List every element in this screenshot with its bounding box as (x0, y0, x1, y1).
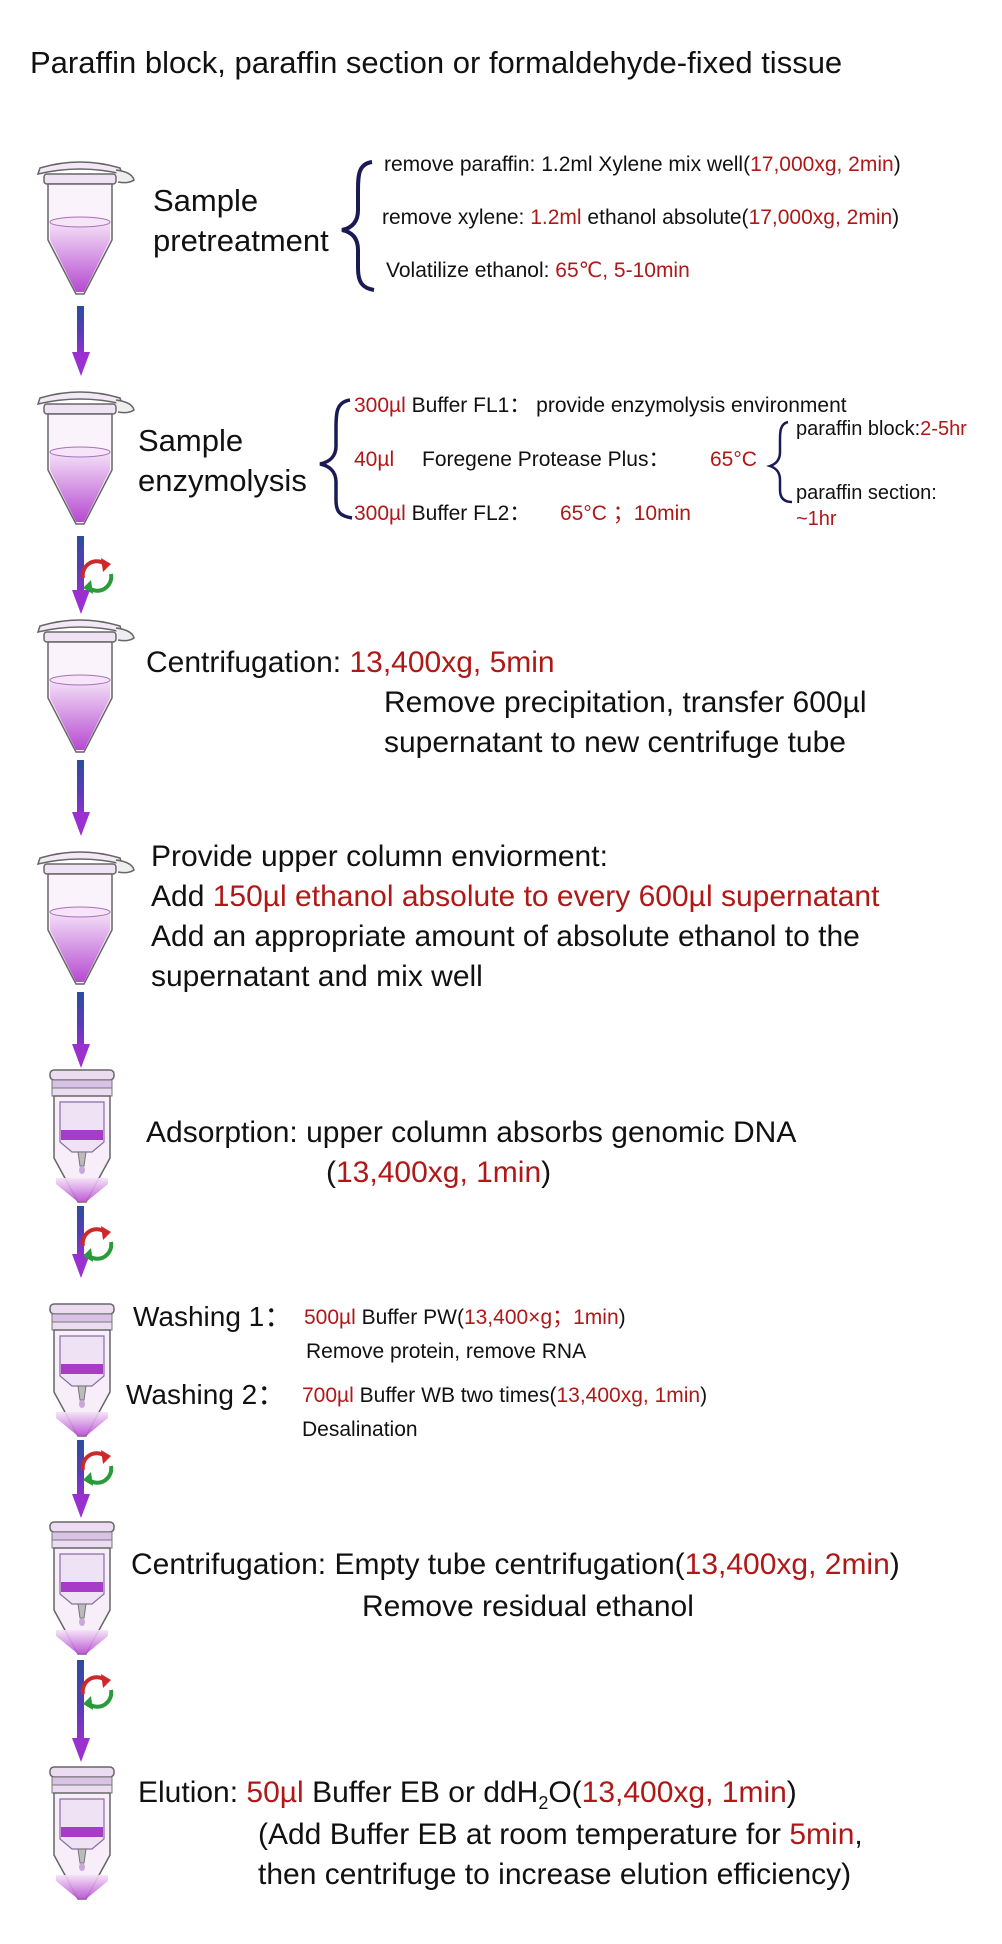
flow-arrow (72, 536, 90, 614)
step-label: Washing 2： (126, 1379, 286, 1410)
step-detail: 300µl Buffer FL1： provide enzymolysis en… (354, 394, 847, 417)
centrifuge-rotation-icon (80, 556, 114, 596)
spin-column-icon (49, 1766, 115, 1900)
step-detail: 300µl Buffer FL2： (354, 502, 531, 525)
step-detail: 500µl Buffer PW(13,400×g；1min) (304, 1306, 626, 1329)
step-label: Provide upper column enviorment: (151, 840, 608, 873)
step-label: Elution: 50µl Buffer EB or ddH2O(13,400x… (138, 1776, 797, 1813)
step-label: enzymolysis (138, 463, 307, 498)
step-label: Centrifugation: 13,400xg, 5min (146, 646, 555, 679)
spin-column-icon (49, 1521, 115, 1655)
step-detail: (Add Buffer EB at room temperature for 5… (258, 1818, 863, 1851)
centrifuge-tube-icon (37, 391, 135, 525)
flow-arrow (72, 992, 90, 1068)
step-label: pretreatment (153, 223, 329, 258)
step-detail: paraffin block:2-5hr (796, 418, 967, 440)
step-detail: 65°C (710, 448, 757, 471)
step-detail: ~1hr (796, 508, 837, 530)
step-detail: 700µl Buffer WB two times(13,400xg, 1min… (302, 1384, 708, 1407)
step-detail: 40µl (354, 448, 395, 471)
centrifuge-tube-icon (37, 161, 135, 295)
step-label: Sample (138, 423, 244, 458)
step-detail: Remove residual ethanol (362, 1590, 694, 1623)
step-detail: Desalination (302, 1418, 418, 1441)
step-detail: paraffin section: (796, 482, 937, 504)
step-label: Adsorption: upper column absorbs genomic… (146, 1116, 797, 1149)
flow-arrow (72, 306, 90, 376)
step-detail: Remove protein, remove RNA (306, 1340, 587, 1363)
flow-arrow (72, 1660, 90, 1762)
step-label: Washing 1： (133, 1301, 293, 1332)
step-detail: Add 150µl ethanol absolute to every 600µ… (151, 880, 880, 913)
curly-brace (319, 398, 353, 520)
step-detail: remove paraffin: 1.2ml Xylene mix well(1… (384, 153, 901, 176)
flow-arrow (72, 1206, 90, 1278)
flow-arrow (72, 760, 90, 836)
step-detail: Volatilize ethanol: 65℃, 5-10min (386, 259, 690, 282)
step-detail: supernatant to new centrifuge tube (384, 726, 846, 759)
step-detail: remove xylene: 1.2ml ethanol absolute(17… (382, 206, 900, 229)
step-detail: Foregene Protease Plus： (422, 448, 670, 471)
step-detail: then centrifuge to increase elution effi… (258, 1858, 852, 1891)
step-detail: 65°C ；10min (560, 502, 691, 525)
page-title: Paraffin block, paraffin section or form… (30, 45, 843, 80)
flow-arrow (72, 1440, 90, 1518)
centrifuge-tube-icon (37, 851, 135, 985)
step-label: Centrifugation: Empty tube centrifugatio… (131, 1548, 900, 1581)
centrifuge-tube-icon (37, 619, 135, 753)
centrifuge-rotation-icon (80, 1448, 114, 1488)
step-detail: (13,400xg, 1min) (326, 1156, 552, 1189)
step-label: Sample (153, 183, 259, 218)
centrifuge-rotation-icon (80, 1224, 114, 1264)
spin-column-icon (49, 1069, 115, 1203)
spin-column-icon (49, 1303, 115, 1437)
step-detail: Add an appropriate amount of absolute et… (151, 920, 860, 953)
centrifuge-rotation-icon (80, 1672, 114, 1712)
step-detail: Remove precipitation, transfer 600µl (384, 686, 867, 719)
step-detail: supernatant and mix well (151, 960, 483, 993)
curly-brace (341, 160, 375, 292)
curly-brace (766, 420, 793, 504)
